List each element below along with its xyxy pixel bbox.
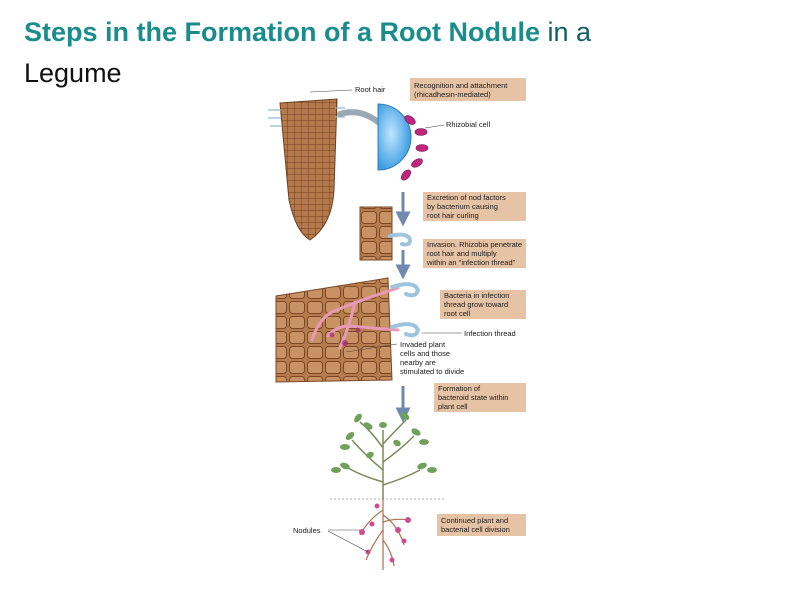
step-4-line-2: thread grow toward (444, 300, 508, 309)
label-nodules: Nodules (293, 526, 321, 535)
host-cell-attachment (337, 103, 429, 181)
step-1-line-2: (rhicadhesin-mediated) (414, 90, 491, 99)
label-invaded-4: stimulated to divide (400, 367, 464, 376)
step-3-line-1: Invasion. Rhizobia penetrate (427, 240, 522, 249)
step-box-5: Formation of bacteroid state within plan… (434, 383, 526, 412)
label-invaded-1: Invaded plant (400, 340, 446, 349)
step-6-line-1: Continued plant and (441, 516, 508, 525)
root-tip-illustration (268, 98, 345, 241)
step-5-line-3: plant cell (438, 402, 468, 411)
title-continuation: in a (540, 17, 592, 47)
step-4-line-1: Bacteria in infection (444, 291, 509, 300)
step-3-line-3: within an "infection thread" (426, 258, 516, 267)
step-box-3: Invasion. Rhizobia penetrate root hair a… (423, 239, 526, 268)
title-highlight: Steps in the Formation of a Root Nodule (24, 17, 540, 47)
step-1-line-1: Recognition and attachment (414, 81, 508, 90)
step-3-line-2: root hair and multiply (427, 249, 497, 258)
label-root-hair: Root hair (355, 85, 386, 94)
label-invaded-3: nearby are (400, 358, 436, 367)
step-2-line-2: by bacterium causing (427, 202, 498, 211)
invaded-cells-leader (345, 343, 398, 353)
title-line-2: Legume (24, 58, 122, 88)
root-hair-leader (309, 89, 353, 93)
infection-thread-tissue (275, 277, 421, 383)
label-infection-thread: Infection thread (464, 329, 516, 338)
label-invaded-2: cells and those (400, 349, 450, 358)
step-4-line-3: root cell (444, 309, 471, 318)
step-box-4: Bacteria in infection thread grow toward… (440, 290, 526, 319)
label-rhizobial-cell: Rhizobial cell (446, 120, 491, 129)
rhizobial-cell-leader (424, 124, 445, 129)
root-hair-curling-illustration (359, 206, 413, 261)
step-box-2: Excretion of nod factors by bacterium ca… (423, 192, 526, 221)
step-2-line-1: Excretion of nod factors (427, 193, 506, 202)
step-box-6: Continued plant and bacterial cell divis… (437, 514, 526, 536)
step-box-1: Recognition and attachment (rhicadhesin-… (410, 78, 526, 101)
step-5-line-2: bacteroid state within (438, 393, 508, 402)
step-5-line-1: Formation of (438, 384, 481, 393)
slide-title: Steps in the Formation of a Root Nodule … (24, 12, 764, 94)
step-2-line-3: root hair curling (427, 211, 479, 220)
legume-plant-illustration (330, 412, 444, 570)
nodules-leader-2 (327, 530, 369, 553)
step-6-line-2: bacterial cell division (441, 525, 510, 534)
